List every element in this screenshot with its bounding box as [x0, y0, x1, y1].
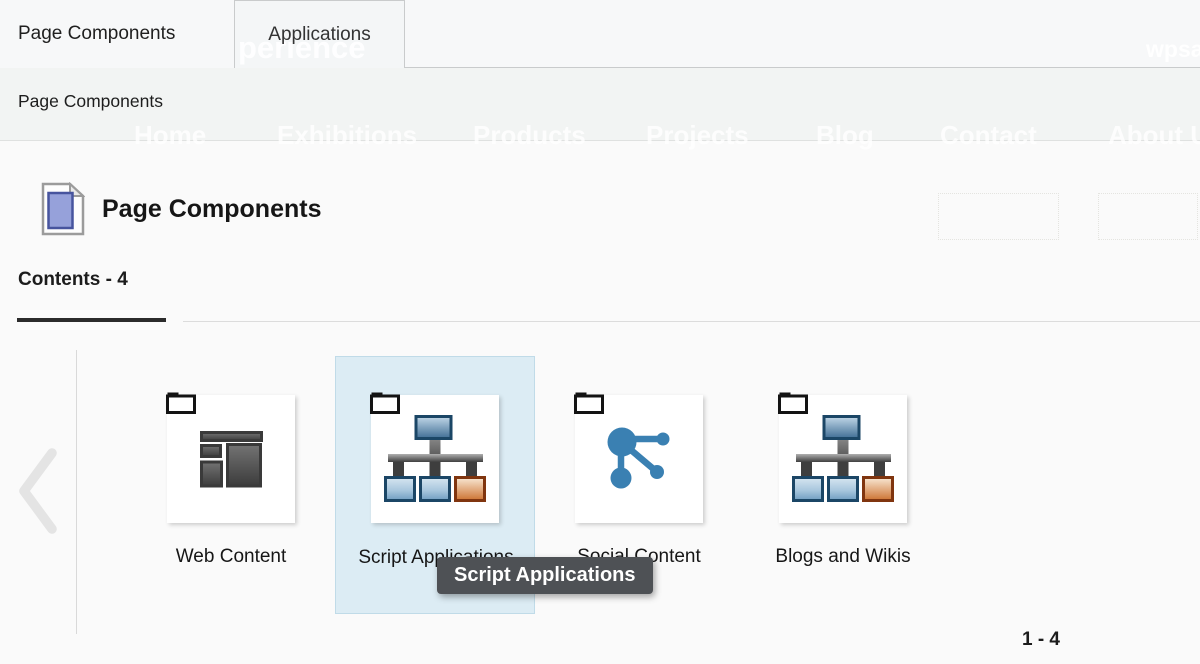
tab-page-components[interactable]: Page Components	[0, 0, 234, 67]
panel-body: Page Components Contents - 4	[0, 141, 1200, 664]
catalog-item-script-applications[interactable]: Script Applications	[335, 356, 535, 614]
catalog-item-social-content[interactable]: Social Content	[539, 356, 739, 614]
section-divider-line	[183, 321, 1200, 322]
pagination-range: 1 - 4	[1021, 629, 1061, 650]
tab-applications-label: Applications	[268, 23, 371, 45]
folder-icon	[778, 392, 808, 414]
ghost-nav-contact: Contact	[940, 120, 1037, 150]
hierarchy-icon	[384, 415, 486, 502]
folder-icon	[574, 392, 604, 414]
catalog-item-blogs-and-wikis[interactable]: Blogs and Wikis	[743, 356, 943, 614]
social-share-icon	[607, 427, 670, 489]
tab-contents-label: Contents - 4	[18, 269, 128, 290]
ghost-username-text: wpsa	[1146, 36, 1200, 62]
folder-icon	[370, 392, 400, 414]
page-title: Page Components	[102, 194, 322, 223]
tooltip: Script Applications	[437, 557, 653, 594]
breadcrumb-row: Page Components	[0, 68, 1200, 141]
ghost-nav-blog: Blog	[816, 120, 874, 150]
item-card	[778, 392, 907, 523]
folder-icon	[166, 392, 196, 414]
item-label: Blogs and Wikis	[775, 546, 911, 567]
item-card	[166, 392, 295, 523]
ghost-dropzone-box	[938, 193, 1059, 240]
hierarchy-icon	[792, 415, 894, 502]
ghost-nav-products: Products	[473, 120, 586, 150]
item-card	[574, 392, 703, 523]
carousel-divider	[76, 350, 77, 634]
tab-page-components-label: Page Components	[18, 22, 176, 44]
tab-applications[interactable]: Applications	[234, 0, 405, 68]
tab-bar-divider	[234, 67, 1200, 68]
ghost-nav-home: Home	[134, 120, 207, 150]
top-tab-bar: Page Components Applications	[0, 0, 1200, 68]
catalog-item-web-content[interactable]: Web Content	[131, 356, 331, 614]
ghost-nav-exhibitions: Exhibitions	[277, 120, 418, 150]
ghost-dropzone-box	[1098, 193, 1198, 240]
item-label: Web Content	[175, 546, 287, 567]
page-icon	[41, 182, 85, 236]
chevron-left-icon	[19, 448, 57, 534]
carousel-prev-button[interactable]	[8, 443, 64, 539]
ghost-nav-about-us: About Us	[1108, 120, 1200, 150]
panel-header: Page Components	[41, 182, 321, 236]
ghost-nav-projects: Projects	[646, 120, 749, 150]
breadcrumb: Page Components	[18, 91, 163, 111]
web-layout-icon	[200, 431, 263, 488]
active-tab-underline	[17, 318, 166, 322]
item-card	[370, 392, 499, 523]
ghost-site-brand-text: perience	[238, 30, 366, 65]
